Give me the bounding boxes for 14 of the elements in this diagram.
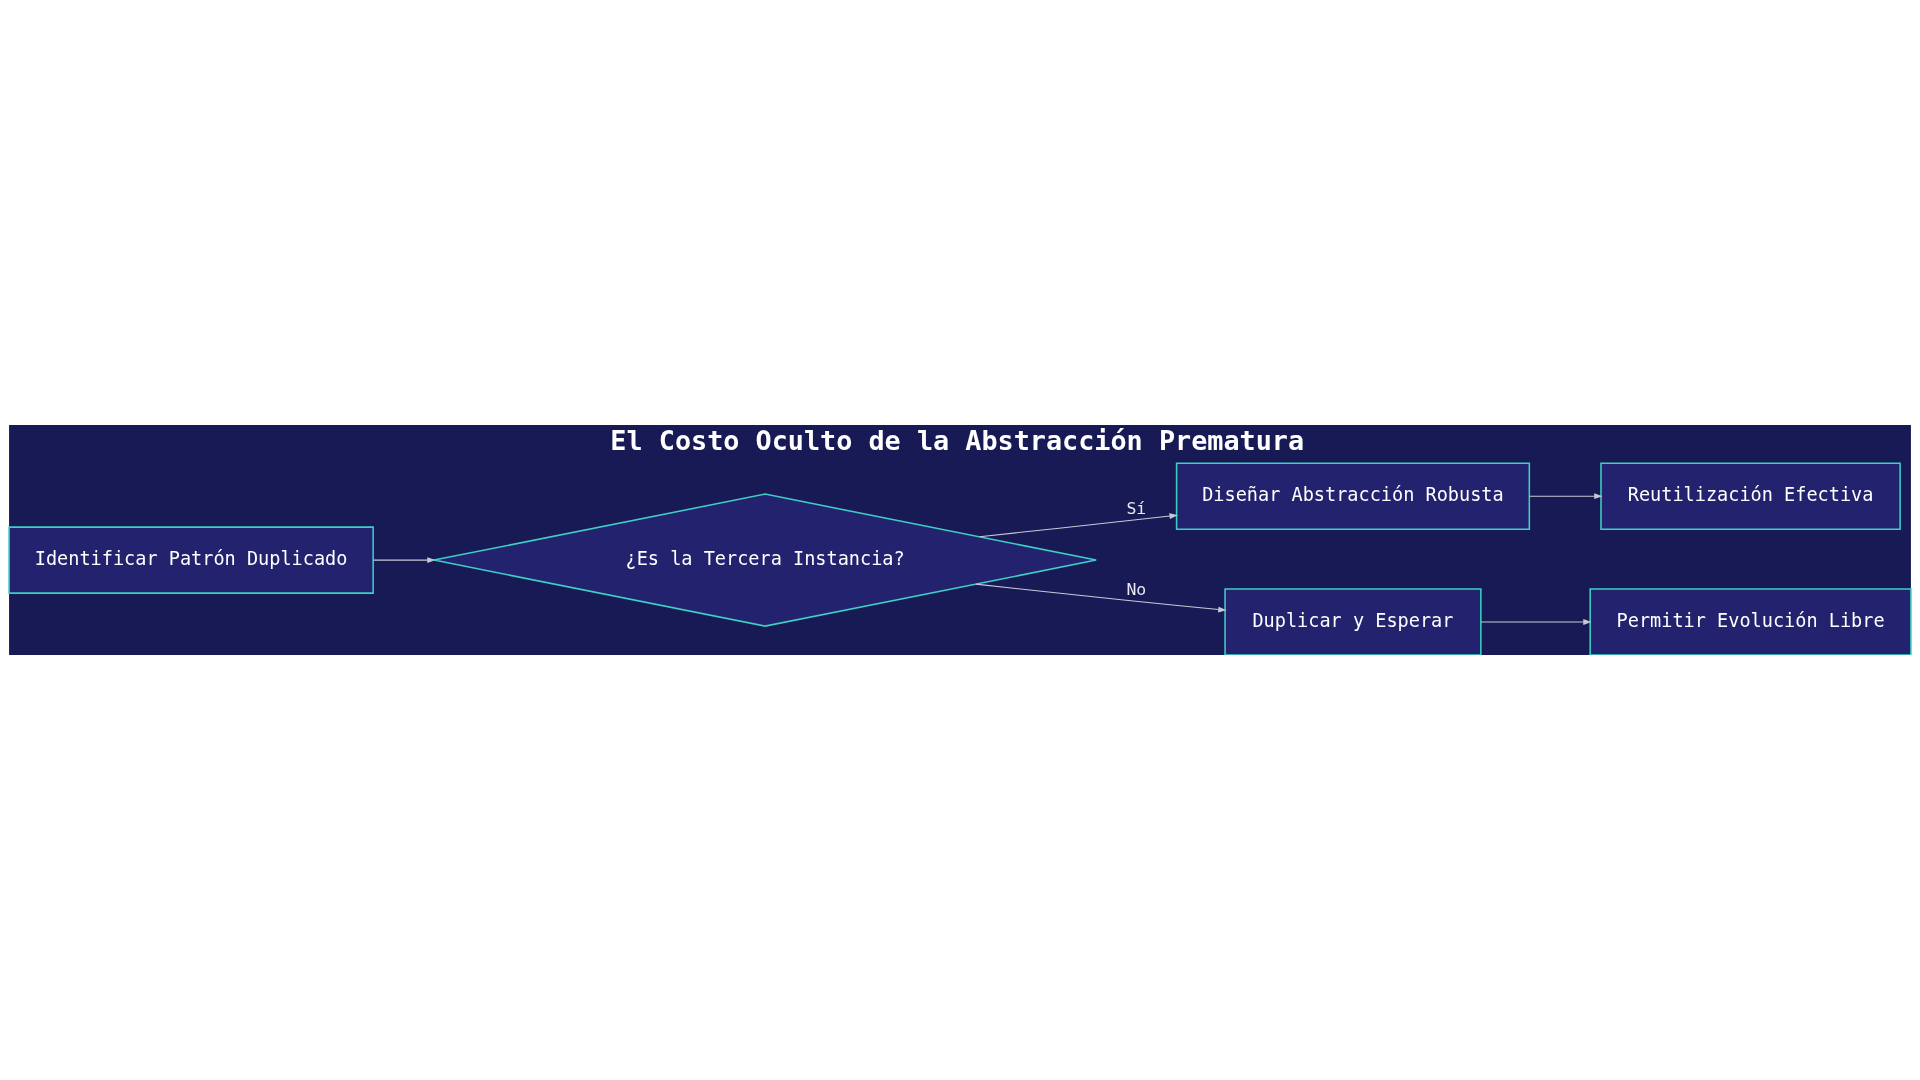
diagram-title: El Costo Oculto de la Abstracción Prematura: [610, 424, 1305, 456]
edge-label: No: [1126, 579, 1147, 599]
arrow: [1528, 493, 1603, 500]
node-box: Identificar Patrón Duplicado: [8, 526, 374, 594]
node-diamond: ¿Es la Tercera Instancia?: [433, 493, 1097, 627]
node-box: Duplicar y Esperar: [1224, 588, 1482, 655]
edge-label: Sí: [1126, 498, 1147, 518]
node-box: Reutilización Efectiva: [1600, 462, 1901, 530]
arrow: [372, 557, 436, 563]
arrow: [979, 513, 1178, 538]
arrow: [1480, 619, 1592, 625]
node-box: Permitir Evolución Libre: [1589, 588, 1912, 655]
arrow: [975, 583, 1227, 613]
node-box: Diseñar Abstracción Robusta: [1175, 462, 1531, 530]
